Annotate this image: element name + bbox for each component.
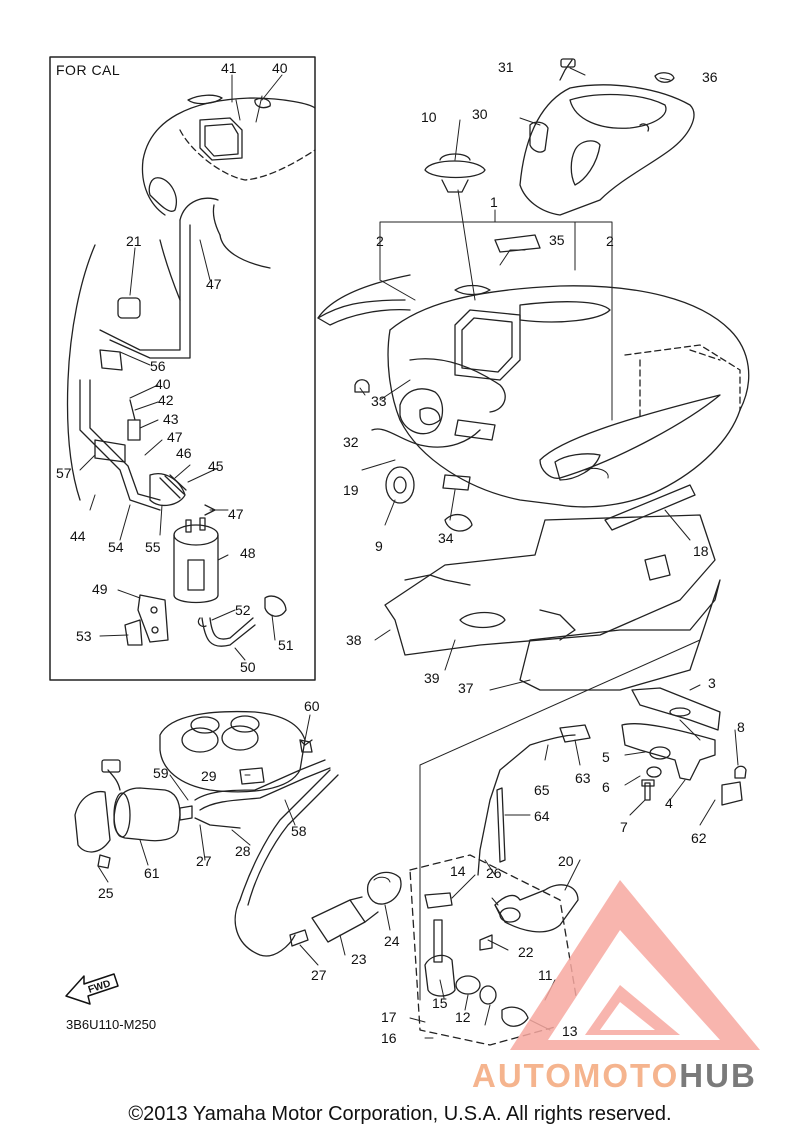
callout-4: 4 [665, 795, 673, 811]
callout-48: 48 [240, 545, 256, 561]
callout-2b: 2 [606, 233, 614, 249]
callout-56: 56 [150, 358, 166, 374]
callout-46: 46 [176, 445, 192, 461]
callout-21: 21 [126, 233, 142, 249]
fuel-tank-main [317, 274, 750, 508]
callout-28: 28 [235, 843, 251, 859]
callout-58: 58 [291, 823, 307, 839]
bolt-32 [354, 379, 370, 393]
callout-20: 20 [558, 853, 574, 869]
callout-64: 64 [534, 808, 550, 824]
callout-32: 32 [343, 434, 359, 450]
callout-36: 36 [702, 69, 718, 85]
callout-24: 24 [384, 933, 400, 949]
inset-tank-top [141, 94, 316, 216]
callout-31: 31 [498, 59, 514, 75]
callout-22: 22 [518, 944, 534, 960]
fuel-cap [424, 153, 486, 193]
callout-3: 3 [708, 675, 716, 691]
callout-47a: 47 [206, 276, 222, 292]
callout-15: 15 [432, 995, 448, 1011]
callout-7: 7 [620, 819, 628, 835]
callout-14: 14 [450, 863, 466, 879]
callout-39: 39 [424, 670, 440, 686]
callout-61: 61 [144, 865, 160, 881]
callout-8: 8 [737, 719, 745, 735]
callout-44: 44 [70, 528, 86, 544]
callout-27a: 27 [196, 853, 212, 869]
inset-title: FOR CAL [56, 62, 121, 78]
inset-fuel-pump [124, 517, 287, 647]
callout-51: 51 [278, 637, 294, 653]
fuel-cock-assembly [409, 854, 581, 1046]
callout-5: 5 [602, 749, 610, 765]
watermark-text-part2: HUB [679, 1057, 757, 1094]
callout-60: 60 [304, 698, 320, 714]
callout-41: 41 [221, 60, 237, 76]
fuel-filter [234, 769, 402, 957]
callout-34: 34 [438, 530, 454, 546]
callout-30: 30 [472, 106, 488, 122]
callout-1: 1 [490, 194, 498, 210]
callout-10: 10 [421, 109, 437, 125]
callout-35: 35 [549, 232, 565, 248]
inset-leader-lines [79, 74, 283, 661]
callout-42: 42 [158, 392, 174, 408]
callout-16: 16 [381, 1030, 397, 1046]
watermark-text: AUTOMOTOHUB [472, 1057, 757, 1095]
callout-65: 65 [534, 782, 550, 798]
inset-frame-hoses [66, 197, 271, 516]
callout-9: 9 [375, 538, 383, 554]
callout-62: 62 [691, 830, 707, 846]
callout-55: 55 [145, 539, 161, 555]
callout-59: 59 [153, 765, 169, 781]
tank-bracket [621, 687, 747, 806]
callout-27b: 27 [311, 967, 327, 983]
callout-45: 45 [208, 458, 224, 474]
tank-cover [519, 58, 695, 216]
callout-40a: 40 [272, 60, 288, 76]
callout-numbers: 1 2 2 3 4 5 6 7 8 9 10 11 12 13 14 15 16… [56, 59, 745, 1046]
callout-12: 12 [455, 1009, 471, 1025]
callout-18: 18 [693, 543, 709, 559]
callout-25: 25 [98, 885, 114, 901]
leader-lines [97, 67, 739, 1039]
callout-19: 19 [343, 482, 359, 498]
callout-43: 43 [163, 411, 179, 427]
cable-65 [477, 734, 576, 876]
callout-11: 11 [538, 967, 553, 983]
callout-47b: 47 [167, 429, 183, 445]
callout-13: 13 [562, 1023, 578, 1039]
callout-53: 53 [76, 628, 92, 644]
callout-29: 29 [201, 768, 217, 784]
callout-52: 52 [235, 602, 251, 618]
callout-63: 63 [575, 770, 591, 786]
callout-23: 23 [351, 951, 367, 967]
cal-inset-frame [49, 56, 316, 681]
callout-50: 50 [240, 659, 256, 675]
callout-40b: 40 [155, 376, 171, 392]
damper-9 [385, 466, 415, 504]
callout-6: 6 [602, 779, 610, 795]
callout-26: 26 [486, 865, 502, 881]
callout-47c: 47 [228, 506, 244, 522]
tank-insulators [384, 234, 721, 691]
fuel-pump-61 [74, 739, 331, 869]
part-code: 3B6U110-M250 [66, 1017, 157, 1032]
callout-33: 33 [371, 393, 387, 409]
callout-54: 54 [108, 539, 124, 555]
watermark-text-part1: AUTOMOTO [472, 1057, 680, 1094]
callout-37: 37 [458, 680, 474, 696]
throttle-body [159, 710, 313, 793]
fwd-arrow-icon: FWD [65, 973, 119, 1005]
callout-57: 57 [56, 465, 72, 481]
copyright-notice: ©2013 Yamaha Motor Corporation, U.S.A. A… [128, 1103, 672, 1125]
callout-49: 49 [92, 581, 108, 597]
callout-38: 38 [346, 632, 362, 648]
band-64 [496, 787, 506, 863]
watermark-logo [510, 880, 760, 1050]
callout-17: 17 [381, 1009, 397, 1025]
callout-2a: 2 [376, 233, 384, 249]
